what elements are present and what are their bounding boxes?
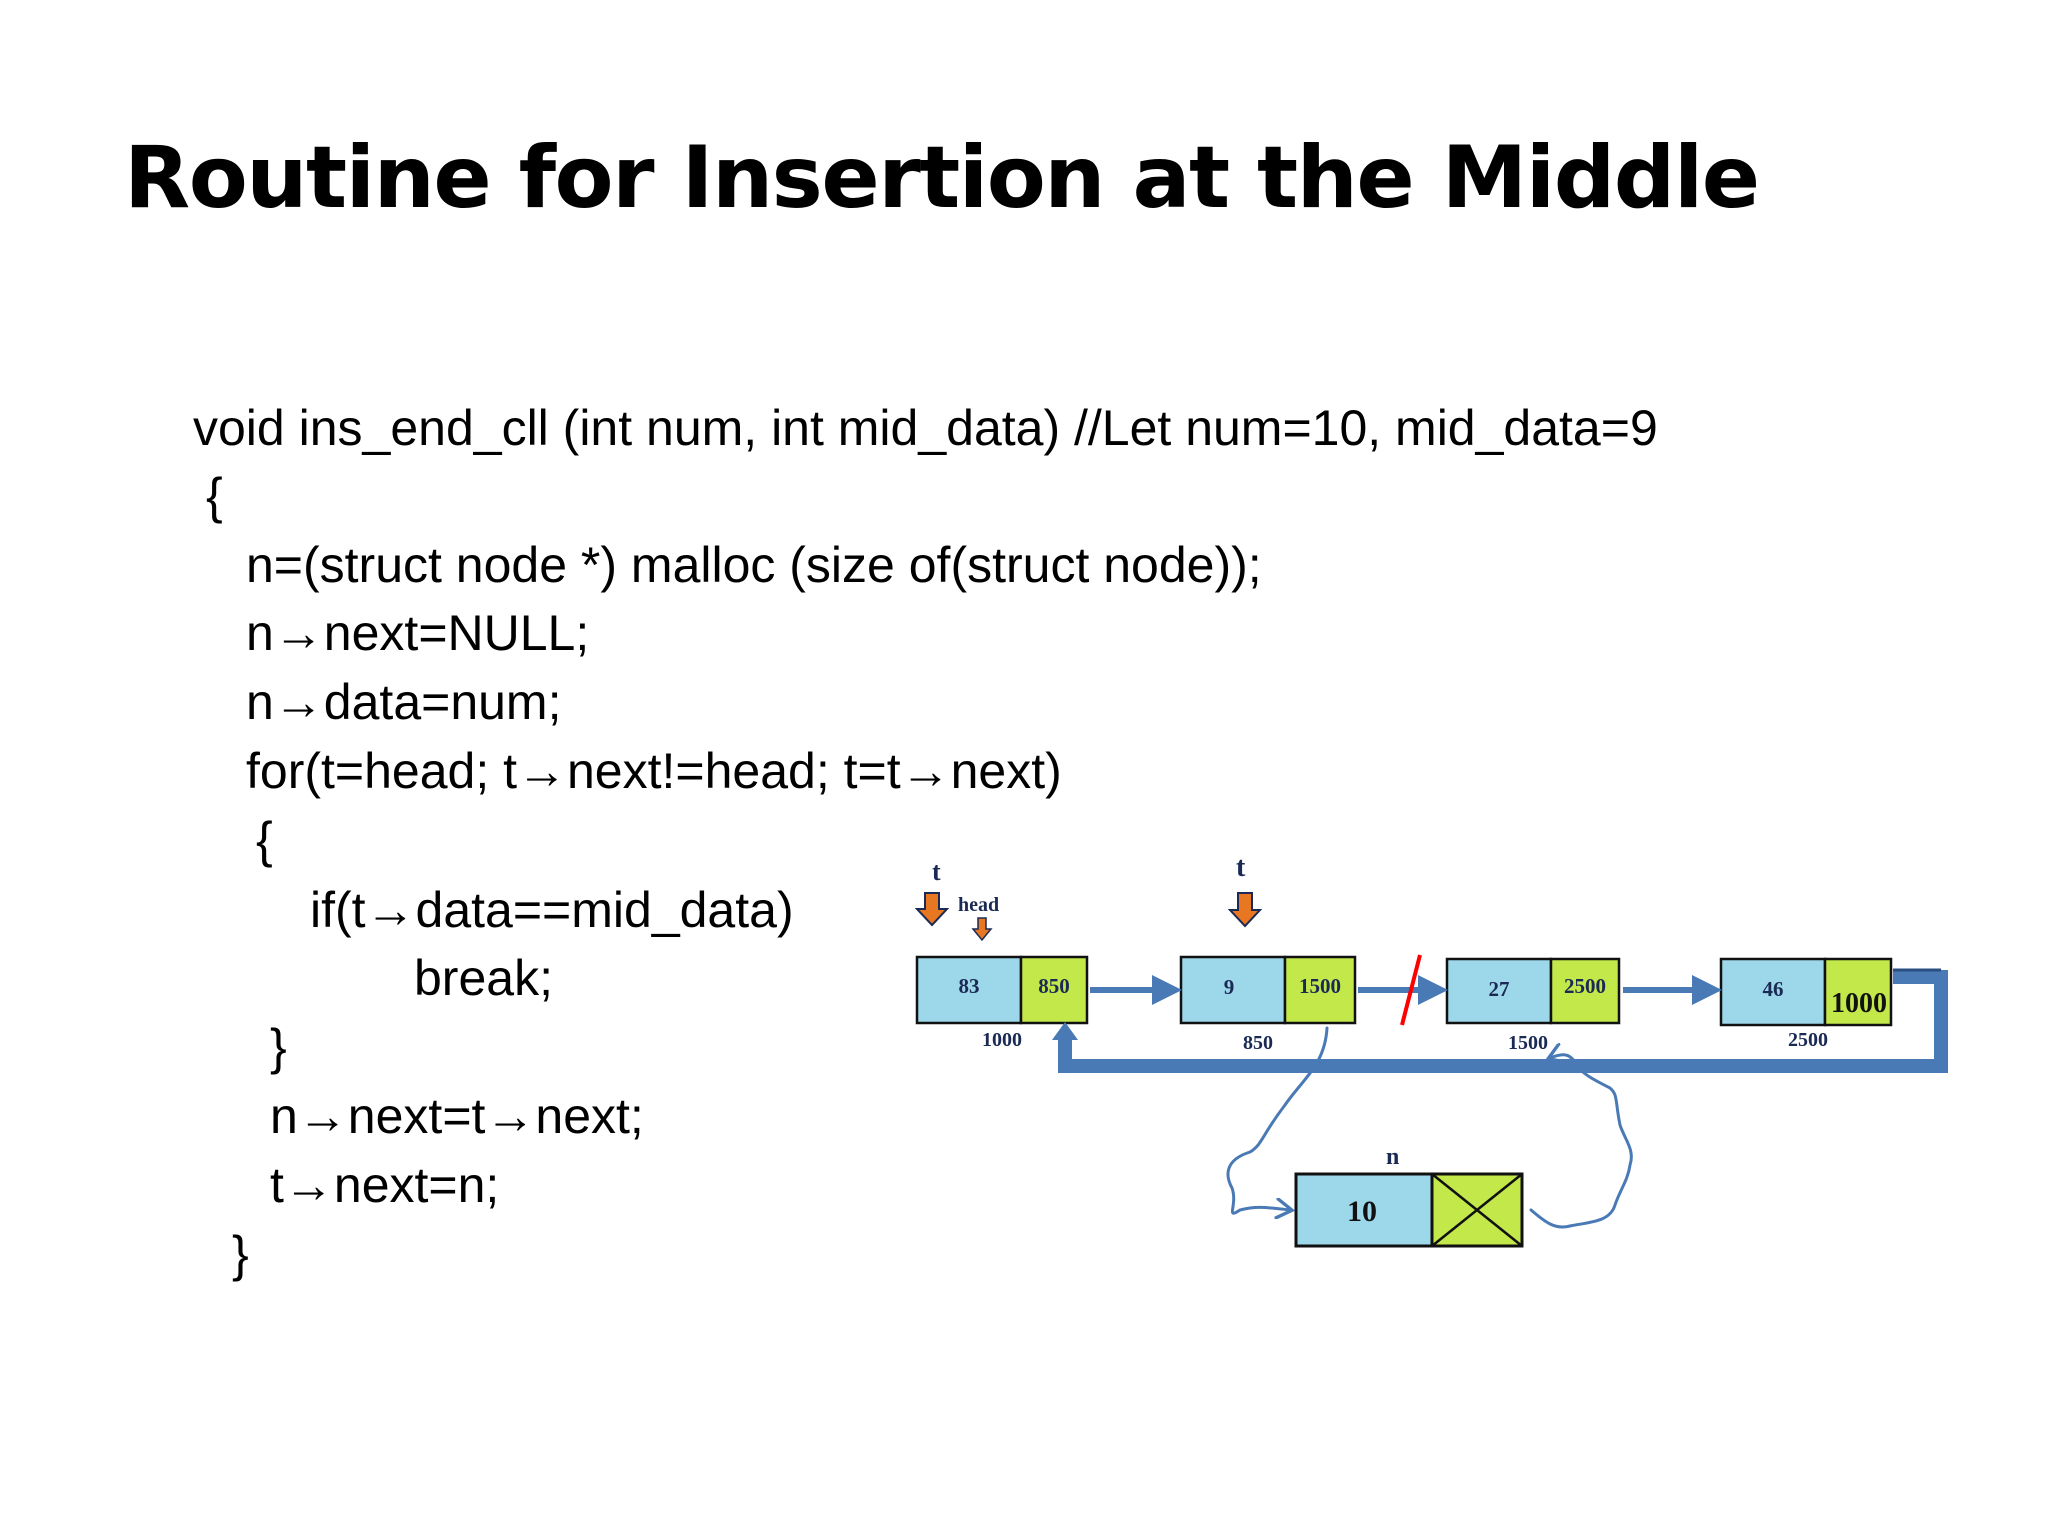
code-line-13: } (232, 1226, 249, 1282)
node-2: 9 1500 850 (1179, 955, 1357, 1054)
code-line-10: } (270, 1019, 287, 1075)
node-2-next: 1500 (1299, 974, 1341, 998)
node-4-data: 46 (1763, 977, 1784, 1001)
code-line-7: { (256, 812, 273, 868)
code-line-1: void ins_end_cll (int num, int mid_data)… (193, 400, 1658, 456)
node-2-next-cell (1283, 955, 1357, 1025)
circular-link-arrowhead-icon (1052, 1022, 1078, 1040)
new-node-data: 10 (1347, 1195, 1377, 1228)
code-line-5: n→data=num; (246, 674, 562, 730)
cross-box-icon (1431, 1173, 1523, 1247)
node-1-next: 850 (1038, 974, 1070, 998)
node-1-next-cell (1019, 955, 1089, 1025)
head-pointer-arrow-icon (971, 917, 993, 942)
node-4-address: 2500 (1788, 1029, 1828, 1051)
code-line-11: n→next=t→next; (270, 1088, 644, 1144)
node-4-next: 1000 (1831, 988, 1887, 1019)
node-1-address: 1000 (982, 1029, 1022, 1051)
circular-link-arrow (1058, 970, 1948, 1073)
n-pointer-label: n (1386, 1144, 1399, 1170)
node-4: 46 1000 2500 (1719, 957, 1893, 1051)
code-line-4: n→next=NULL; (246, 605, 590, 661)
node-3: 27 2500 1500 (1445, 957, 1621, 1054)
code-line-9: break; (414, 950, 553, 1006)
t-pointer-arrow-icon (914, 892, 950, 927)
node-4-data-cell (1719, 957, 1827, 1027)
node-3-data: 27 (1489, 977, 1510, 1001)
code-line-12: t→next=n; (270, 1157, 500, 1213)
node-2-data: 9 (1224, 975, 1235, 999)
code-line-2: { (206, 468, 223, 524)
new-node: 10 (1294, 1172, 1524, 1248)
code-line-3: n=(struct node *) malloc (size of(struct… (246, 537, 1262, 593)
node-3-next: 2500 (1564, 974, 1606, 998)
node-3-next-cell (1549, 957, 1621, 1025)
t-pointer-arrow-icon-second (1227, 892, 1263, 928)
node-2-address: 850 (1243, 1032, 1273, 1054)
broken-link-mark (1400, 954, 1422, 1026)
slide-title: Routine for Insertion at the Middle (124, 128, 1760, 228)
t-pointer-label-second: t (1236, 852, 1246, 883)
pen-arrow-t-to-n (1226, 1026, 1329, 1213)
code-line-6: for(t=head; t→next!=head; t=t→next) (246, 743, 1062, 799)
head-pointer-label: head (958, 894, 999, 916)
new-node-data-cell (1294, 1172, 1434, 1248)
node-3-address: 1500 (1508, 1032, 1548, 1054)
t-pointer-label: t (932, 857, 941, 886)
node-1: 83 850 1000 (915, 955, 1089, 1051)
node-4-next-cell (1823, 957, 1893, 1027)
code-line-8: if(t→data==mid_data) (310, 882, 794, 938)
node-1-data: 83 (959, 974, 980, 998)
node-1-data-cell (915, 955, 1023, 1025)
pen-arrow-n-to-node3 (1529, 1055, 1633, 1229)
